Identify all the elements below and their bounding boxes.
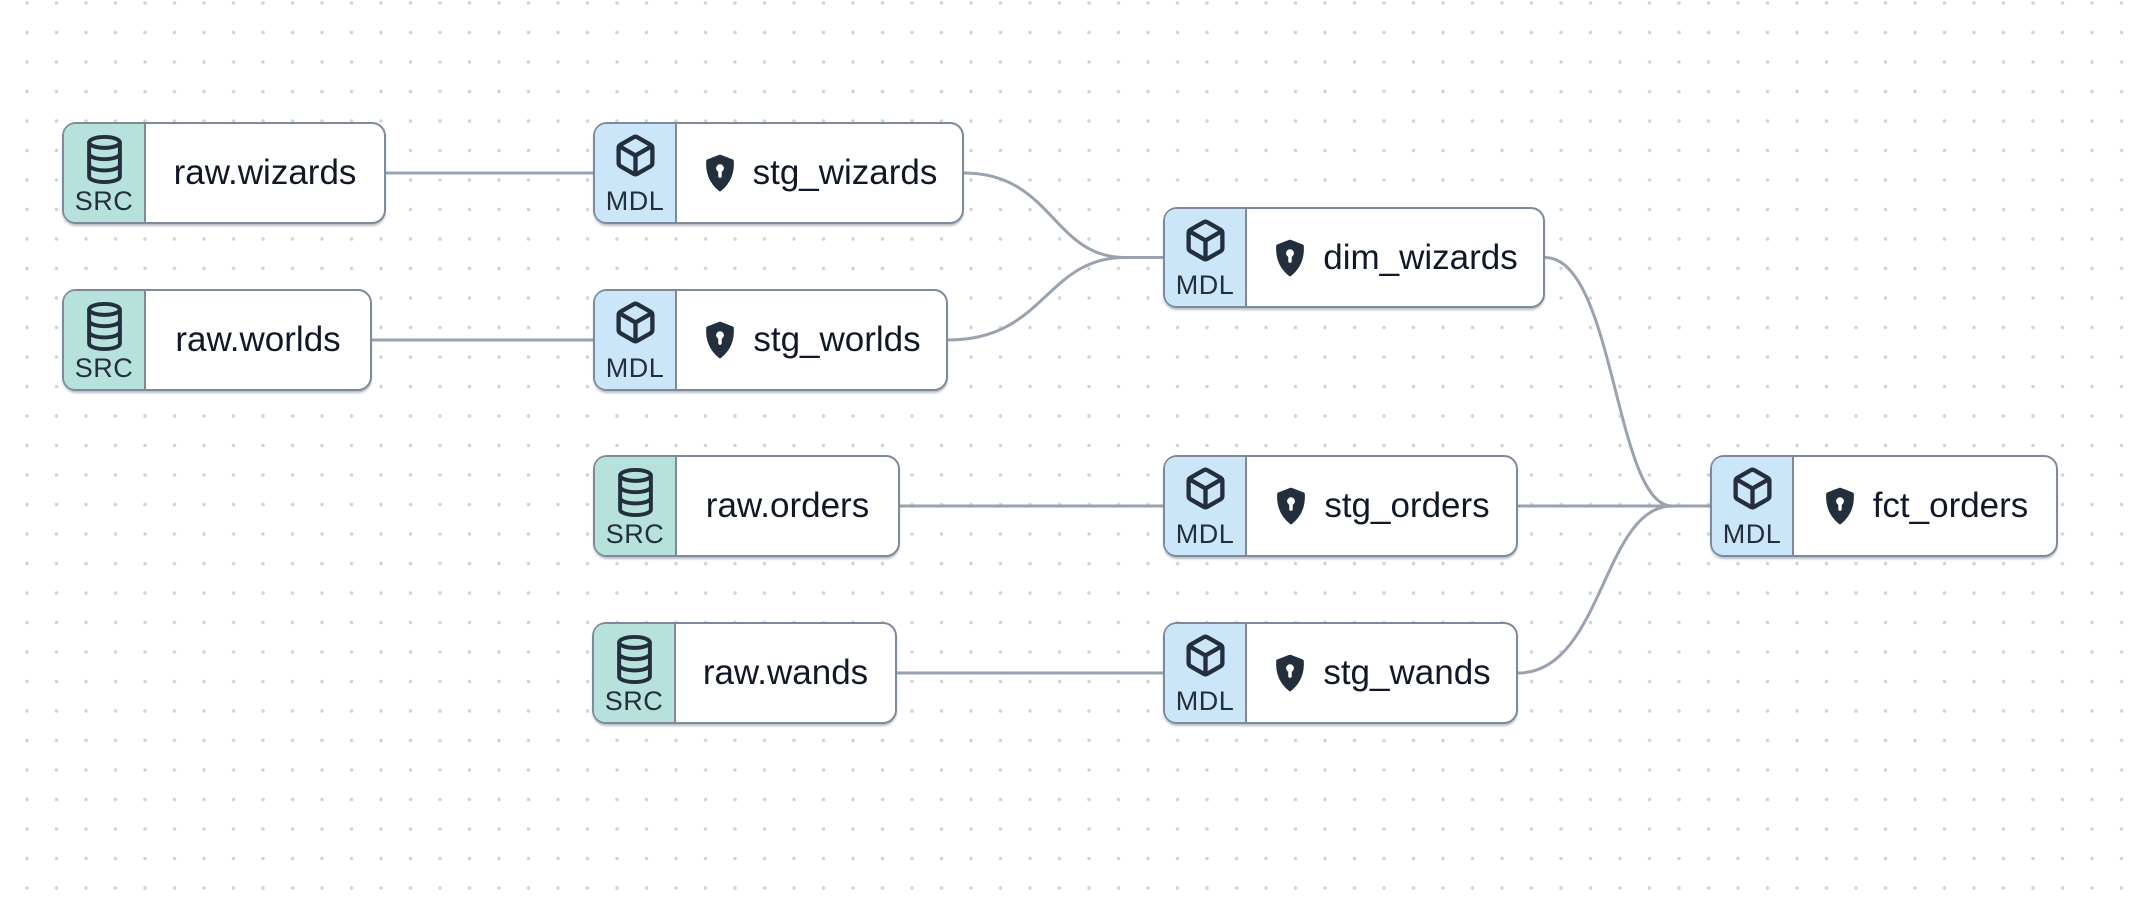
edge-stg_wizards-dim_wizards [962, 171, 1165, 259]
node-type-badge: MDL [1712, 457, 1794, 555]
node-type-label: MDL [605, 186, 665, 216]
node-type-label: MDL [1175, 686, 1235, 716]
node-stg_orders[interactable]: MDL stg_orders [1163, 455, 1518, 557]
node-type-badge: SRC [594, 624, 676, 722]
node-stg_wands[interactable]: MDL stg_wands [1163, 622, 1518, 724]
node-label-area: fct_orders [1794, 457, 2056, 555]
shield-icon [702, 320, 738, 360]
node-type-label: MDL [1722, 519, 1782, 549]
shield-icon [1272, 238, 1308, 278]
node-label-area: stg_worlds [677, 291, 946, 389]
node-type-badge: MDL [1165, 624, 1247, 722]
node-label: raw.worlds [175, 320, 341, 359]
node-type-badge: SRC [595, 457, 677, 555]
node-label-area: raw.worlds [146, 291, 370, 389]
node-label-area: raw.wands [676, 624, 895, 722]
node-type-label: SRC [74, 353, 134, 383]
node-label-area: stg_wands [1247, 624, 1516, 722]
node-label: stg_wands [1323, 653, 1491, 692]
node-type-label: MDL [1175, 270, 1235, 300]
node-type-badge: MDL [595, 291, 677, 389]
cube-icon [612, 133, 659, 178]
cube-icon [612, 300, 659, 345]
node-type-label: MDL [1175, 519, 1235, 549]
node-fct_orders[interactable]: MDL fct_orders [1710, 455, 2058, 557]
node-label-area: raw.orders [677, 457, 898, 555]
node-label: raw.wands [702, 653, 869, 692]
node-label: stg_orders [1324, 486, 1490, 525]
node-label: stg_wizards [752, 153, 938, 192]
shield-icon [1822, 486, 1858, 526]
shield-icon [702, 153, 738, 193]
node-label-area: dim_wizards [1247, 209, 1543, 306]
database-icon [84, 300, 125, 353]
node-stg_wizards[interactable]: MDL stg_wizards [593, 122, 964, 224]
cube-icon [1182, 218, 1229, 263]
node-label-area: stg_orders [1247, 457, 1516, 555]
cube-icon [1182, 633, 1229, 678]
cube-icon [1729, 466, 1776, 511]
node-type-badge: MDL [1165, 457, 1247, 555]
node-label: stg_worlds [753, 320, 921, 359]
node-type-badge: MDL [595, 124, 677, 222]
node-type-badge: SRC [64, 124, 146, 222]
node-type-label: SRC [605, 519, 665, 549]
node-stg_worlds[interactable]: MDL stg_worlds [593, 289, 948, 391]
node-label: fct_orders [1872, 486, 2029, 525]
database-icon [84, 133, 125, 186]
cube-icon [1182, 466, 1229, 511]
node-type-label: SRC [604, 686, 664, 716]
shield-icon [1272, 653, 1308, 693]
node-raw_wands[interactable]: SRC raw.wands [592, 622, 897, 724]
node-raw_wizards[interactable]: SRC raw.wizards [62, 122, 386, 224]
database-icon [614, 633, 655, 686]
node-label: raw.wizards [173, 153, 357, 192]
node-type-label: SRC [74, 186, 134, 216]
node-raw_worlds[interactable]: SRC raw.worlds [62, 289, 372, 391]
node-type-label: MDL [605, 353, 665, 383]
node-label-area: stg_wizards [677, 124, 962, 222]
node-type-badge: SRC [64, 291, 146, 389]
shield-icon [1273, 486, 1309, 526]
node-dim_wizards[interactable]: MDL dim_wizards [1163, 207, 1545, 308]
node-label: dim_wizards [1323, 237, 1518, 277]
node-type-badge: MDL [1165, 209, 1247, 306]
edge-stg_worlds-dim_wizards [946, 256, 1165, 342]
node-label-area: raw.wizards [146, 124, 384, 222]
edge-dim_wizards-fct_orders [1543, 256, 1712, 508]
node-raw_orders[interactable]: SRC raw.orders [593, 455, 900, 557]
edge-stg_wands-fct_orders [1516, 504, 1712, 675]
database-icon [615, 466, 656, 519]
node-label: raw.orders [705, 486, 870, 525]
